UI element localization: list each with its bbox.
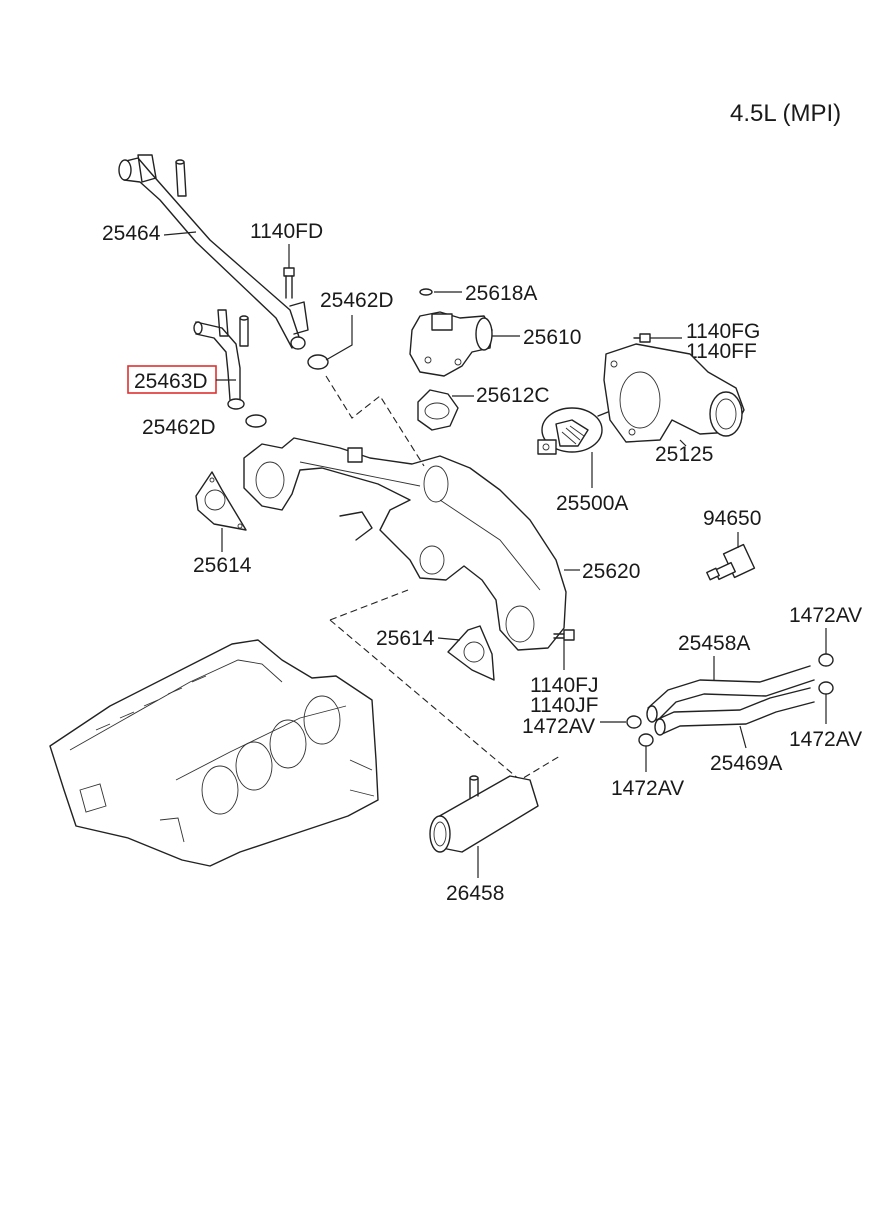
leader-25469A — [739, 725, 747, 749]
engine-variant-title: 4.5L (MPI) — [730, 100, 841, 127]
callout-25463D[interactable]: 25463D — [134, 370, 208, 393]
hose-25469A — [654, 687, 815, 736]
pipe-26458 — [429, 775, 539, 853]
callout-25618A[interactable]: 25618A — [465, 282, 537, 305]
oring-25462D-left — [245, 414, 267, 428]
hose-25458A — [646, 665, 815, 723]
callout-25610[interactable]: 25610 — [523, 326, 581, 349]
callout-25500A[interactable]: 25500A — [556, 492, 628, 515]
clamp-1472AV-set — [626, 653, 834, 747]
fitting-25125 — [603, 343, 745, 443]
callout-1140FD[interactable]: 1140FD — [250, 220, 323, 243]
bolt-1140FG — [633, 333, 651, 343]
engine-block — [49, 639, 379, 867]
callout-1472AV-bottom[interactable]: 1472AV — [611, 777, 684, 800]
callout-26458[interactable]: 26458 — [446, 882, 504, 905]
callout-1472AV-top-right[interactable]: 1472AV — [789, 604, 862, 627]
leader-25614-mid — [437, 637, 461, 641]
gasket-25614-left — [195, 471, 247, 531]
leader-25125 — [679, 439, 687, 447]
callout-25458A[interactable]: 25458A — [678, 632, 750, 655]
bolt-1140FD — [283, 267, 295, 299]
callout-1472AV-mid[interactable]: 1472AV — [522, 715, 595, 738]
callout-25125[interactable]: 25125 — [655, 443, 713, 466]
callout-25469A[interactable]: 25469A — [710, 752, 782, 775]
gasket-25614-mid — [447, 625, 495, 681]
callout-1140JF[interactable]: 1140JF — [530, 694, 599, 717]
bolt-1140FJ — [553, 629, 575, 641]
callout-25614-left[interactable]: 25614 — [193, 554, 252, 577]
callout-25614-mid[interactable]: 25614 — [376, 627, 435, 650]
pipe-25464 — [118, 154, 309, 350]
callout-1140FG[interactable]: 1140FG — [686, 320, 760, 343]
callout-1140FJ[interactable]: 1140FJ — [530, 674, 599, 697]
alignment-line-mid — [329, 589, 409, 621]
leader-25464 — [163, 231, 197, 236]
leader-25462D-top — [325, 315, 353, 361]
alignment-line-top — [325, 375, 425, 467]
thermostat-25500A — [537, 407, 609, 455]
callout-25612C[interactable]: 25612C — [476, 384, 550, 407]
callout-25462D-left[interactable]: 25462D — [142, 416, 216, 439]
callout-1140FF[interactable]: 1140FF — [686, 340, 757, 363]
callout-25462D-top[interactable]: 25462D — [320, 289, 394, 312]
callout-1472AV-right[interactable]: 1472AV — [789, 728, 862, 751]
gasket-25612C — [417, 389, 459, 431]
housing-25610 — [409, 311, 493, 377]
pipe-25463D — [193, 309, 249, 410]
manifold-25620 — [243, 437, 567, 651]
sensor-94650 — [706, 543, 756, 581]
callout-94650[interactable]: 94650 — [703, 507, 761, 530]
oring-25618A — [419, 288, 433, 296]
oring-25462D-top — [307, 354, 329, 370]
callout-25464[interactable]: 25464 — [102, 222, 161, 245]
callout-25620[interactable]: 25620 — [582, 560, 640, 583]
